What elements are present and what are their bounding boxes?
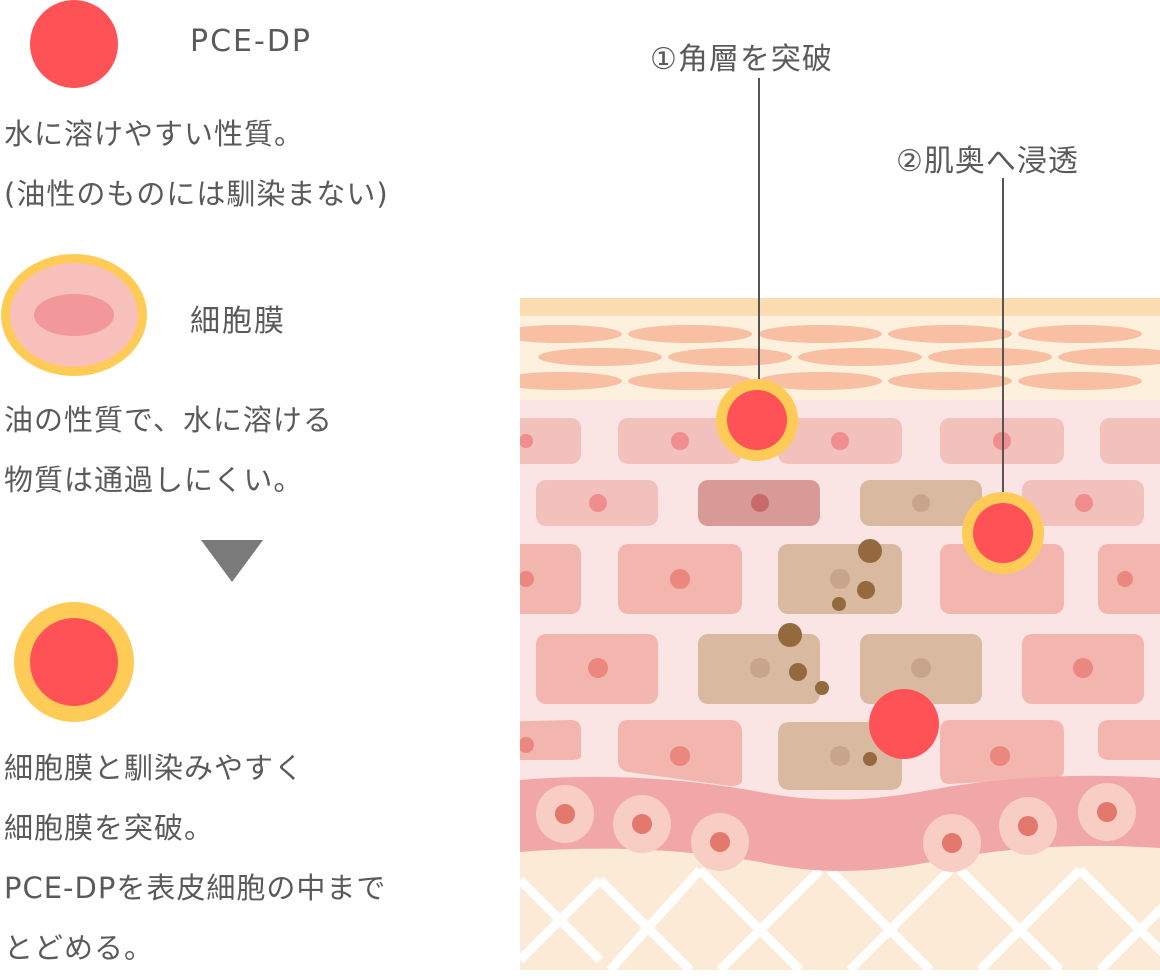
pce-particle-inside-cell <box>869 689 939 759</box>
epidermal-cells-row-5 <box>520 720 1160 790</box>
corneocytes <box>520 325 1160 390</box>
legend-membrane-desc: 油の性質で、水に溶ける 物質は通過しにくい。 <box>4 390 333 510</box>
pce-particle-corneum <box>716 379 798 461</box>
legend-arrow-wrap <box>201 540 265 584</box>
basal-cells <box>536 783 1136 872</box>
legend-result-desc-line-4: とどめる。 <box>4 931 155 965</box>
callout-step2-label: ②肌奥へ浸透 <box>896 144 1079 179</box>
legend-pce-desc-line-2: (油性のものには馴染まない) <box>4 177 389 211</box>
epidermal-cells-row-4 <box>536 634 1144 704</box>
stratum-corneum-top <box>520 298 1160 316</box>
pce-particle-epidermis <box>962 492 1044 574</box>
legend-result-desc-line-2: 細胞膜を突破。 <box>4 811 215 845</box>
legend-pce-label: PCE-DP <box>190 24 313 59</box>
legend-result-icon-wrap <box>12 600 136 724</box>
melanin-granules <box>778 539 882 766</box>
cell-membrane-icon <box>1 254 147 376</box>
membrane-wrapped-pce-icon <box>14 602 134 722</box>
legend-pce-desc: 水に溶けやすい性質。 (油性のものには馴染まない) <box>4 104 389 224</box>
basal-layer <box>520 775 1160 871</box>
down-triangle-arrow-icon <box>201 540 263 582</box>
legend-result-desc: 細胞膜と馴染みやすく 細胞膜を突破。 PCE-DPを表皮細胞の中まで とどめる。 <box>4 738 386 978</box>
legend-membrane-label: 細胞膜 <box>190 304 286 339</box>
legend-pce-icon-wrap <box>28 0 120 92</box>
legend-membrane-desc-line-2: 物質は通過しにくい。 <box>4 463 304 497</box>
epidermal-cells-row-2 <box>536 480 1144 526</box>
legend-result-desc-line-1: 細胞膜と馴染みやすく <box>4 751 305 785</box>
legend-membrane-desc-line-1: 油の性質で、水に溶ける <box>4 403 333 437</box>
legend-result-desc-line-3: PCE-DPを表皮細胞の中まで <box>4 871 387 905</box>
pce-dp-molecule-icon <box>30 0 118 88</box>
dermis-fibers <box>520 866 1160 970</box>
legend-membrane-icon-wrap <box>0 254 150 378</box>
legend-pce-desc-line-1: 水に溶けやすい性質。 <box>4 117 305 151</box>
callout-step1-label: ①角層を突破 <box>650 42 833 77</box>
